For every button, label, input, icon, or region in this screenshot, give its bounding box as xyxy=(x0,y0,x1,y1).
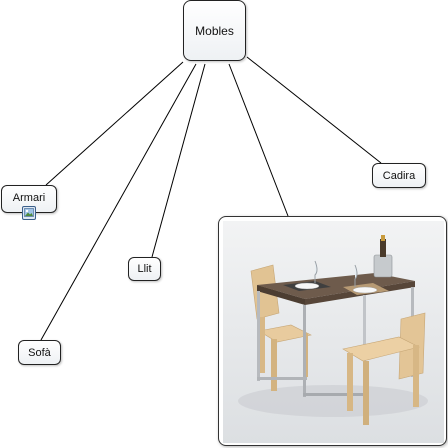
link-mobles-armari xyxy=(45,61,184,186)
node-mobles[interactable]: Mobles xyxy=(183,0,246,61)
connector-lines xyxy=(40,56,382,341)
table-chairs-photo xyxy=(223,221,444,443)
chair-front-right xyxy=(342,312,426,425)
link-mobles-cadira xyxy=(246,56,382,164)
node-label: Armari xyxy=(12,192,46,204)
node-label: Sofà xyxy=(28,346,51,359)
node-llit[interactable]: Llit xyxy=(128,257,161,281)
node-label: Mobles xyxy=(195,23,234,38)
link-mobles-llit xyxy=(151,63,206,258)
node-image-table-chairs[interactable] xyxy=(218,216,447,446)
node-sofa[interactable]: Sofà xyxy=(18,340,61,365)
table xyxy=(257,235,415,397)
link-mobles-taula xyxy=(228,63,289,217)
node-cadira[interactable]: Cadira xyxy=(372,163,426,188)
image-attachment-icon[interactable] xyxy=(22,206,36,220)
node-label: Llit xyxy=(137,263,152,275)
link-mobles-sofa xyxy=(40,63,197,341)
node-label: Cadira xyxy=(382,169,416,182)
